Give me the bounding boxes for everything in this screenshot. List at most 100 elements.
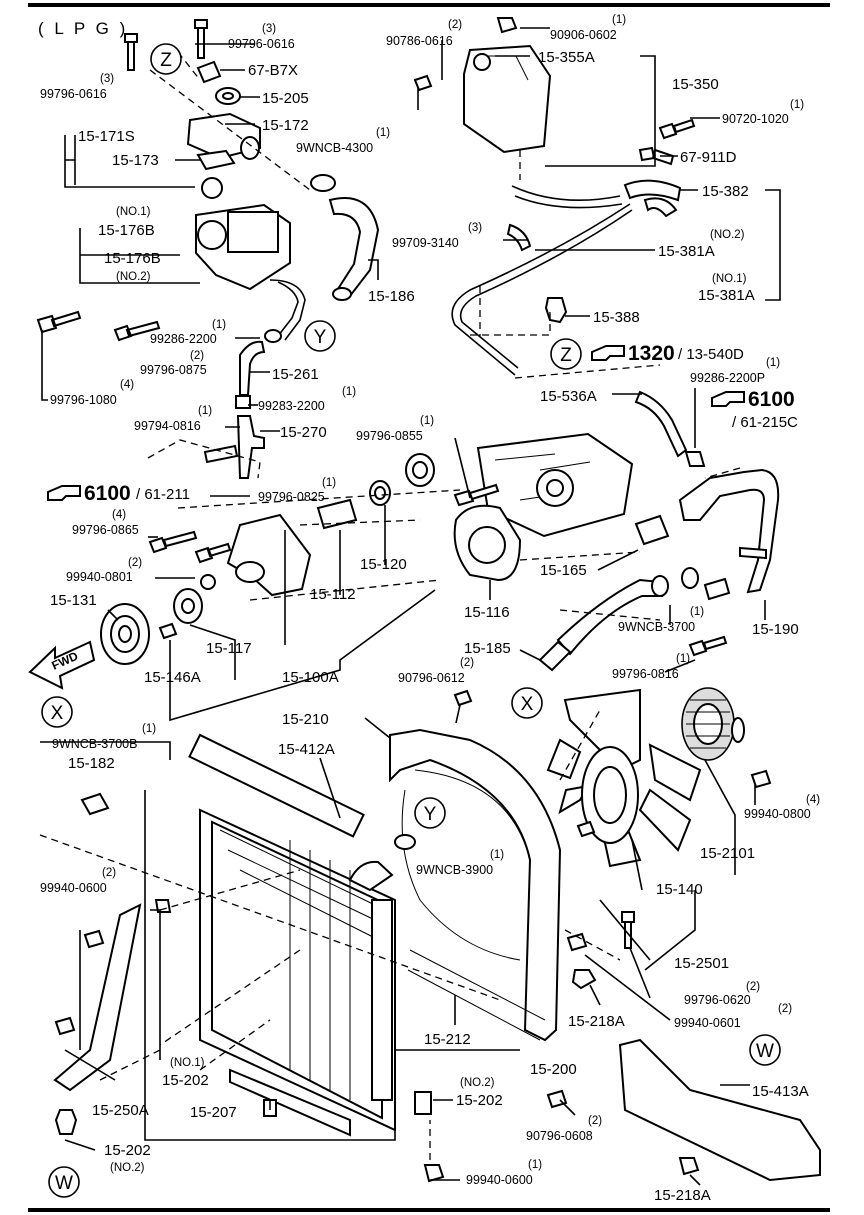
ref-6100-left-sub: / 61-211 (136, 486, 190, 503)
brackets (53, 792, 821, 1183)
label-15-2501: 15-2501 (674, 955, 729, 972)
upper-hose-group (310, 17, 696, 376)
label-15-116: 15-116 (464, 604, 510, 621)
label-15-2101: 15-2101 (700, 845, 755, 862)
label-90906-0602: 90906-0602 (550, 28, 617, 42)
label-15-176b-no2: 15-176B (104, 250, 161, 267)
label-99286-2200p-qty: (1) (766, 357, 780, 369)
label-15-190: 15-190 (752, 621, 799, 638)
ref-6100-right-sub: / 61-215C (732, 414, 798, 431)
label-15-205: 15-205 (262, 90, 309, 107)
label-15-202-no2-left: 15-202 (104, 1142, 151, 1159)
label-99940-0801: 99940-0801 (66, 570, 133, 584)
marker-y-1-label: Y (314, 327, 327, 348)
pointing-hand-icon (591, 345, 625, 361)
thermostat-group (36, 19, 433, 479)
label-99940-0600-bottom: 99940-0600 (466, 1173, 533, 1187)
label-15-173: 15-173 (112, 152, 159, 169)
label-99940-0601: 99940-0601 (674, 1016, 741, 1030)
marker-w-2 (48, 1166, 80, 1198)
label-99940-0800: 99940-0800 (744, 807, 811, 821)
label-99283-2200-qty: (1) (342, 386, 356, 398)
label-99796-0816: 99796-0816 (612, 667, 679, 681)
marker-x-2-label: X (51, 703, 64, 724)
label-99796-0875: 99796-0875 (140, 363, 207, 377)
label-15-381a-no2: 15-381A (658, 243, 715, 260)
label-99796-0825: 99796-0825 (258, 490, 325, 504)
guide-lines-lower (39, 709, 621, 1160)
label-15-100a: 15-100A (282, 669, 339, 686)
label-90786-0616-qty: (2) (448, 19, 462, 31)
label-99286-2200: 99286-2200 (150, 332, 217, 346)
marker-y-2 (414, 797, 446, 829)
label-15-176b-no1-note: (NO.1) (116, 206, 151, 218)
label-99796-1080: 99796-1080 (50, 393, 117, 407)
label-99940-0801-qty: (2) (128, 557, 142, 569)
label-67-911d: 67-911D (680, 149, 737, 166)
label-15-355a: 15-355A (538, 49, 595, 66)
label-99709-3140-qty: (3) (468, 222, 482, 234)
label-90796-0612-qty: (2) (460, 657, 474, 669)
label-15-202-no1-note: (NO.1) (170, 1057, 205, 1069)
label-90720-1020: 90720-1020 (722, 112, 789, 126)
label-99940-0601-qty: (2) (778, 1003, 792, 1015)
water-pump-group (100, 390, 780, 672)
label-9wncb-3700b-qty: (1) (142, 723, 156, 735)
label-90906-0602-qty: (1) (612, 14, 626, 26)
label-9wncb-3900: 9WNCB-3900 (416, 863, 493, 877)
label-15-146a: 15-146A (144, 669, 201, 686)
ref-1320-num: 1320 (628, 342, 675, 365)
label-15-381a-no1: 15-381A (698, 287, 755, 304)
label-15-218a-mid: 15-218A (568, 1013, 625, 1030)
label-99794-0816: 99794-0816 (134, 419, 201, 433)
label-15-140: 15-140 (656, 881, 703, 898)
label-67-b7x: 67-B7X (248, 62, 298, 79)
label-15-261: 15-261 (272, 366, 319, 383)
marker-z-2 (550, 338, 582, 370)
label-15-165: 15-165 (540, 562, 587, 579)
label-15-185: 15-185 (464, 640, 511, 657)
label-15-212: 15-212 (424, 1031, 471, 1048)
marker-z-2-label: Z (560, 345, 572, 366)
label-15-182: 15-182 (68, 755, 115, 772)
ref-6100-left-num: 6100 (84, 482, 131, 505)
label-99286-2200-qty: (1) (212, 319, 226, 331)
marker-y-2-label: Y (424, 804, 437, 825)
marker-x-1 (511, 687, 543, 719)
ref-6100-right-num: 6100 (748, 388, 795, 411)
marker-y-1 (304, 320, 336, 352)
label-15-210: 15-210 (282, 711, 329, 728)
pointing-hand-icon (47, 485, 81, 501)
label-99796-0816-qty: (1) (676, 653, 690, 665)
label-15-200: 15-200 (530, 1061, 577, 1078)
label-99796-0616-left: 99796-0616 (40, 87, 107, 101)
label-99796-0865-qty: (4) (112, 509, 126, 521)
leader-lines (40, 27, 781, 1186)
label-15-120: 15-120 (360, 556, 407, 573)
label-15-117: 15-117 (206, 640, 252, 657)
label-99796-0620: 99796-0620 (684, 993, 751, 1007)
variant-label: ( L P G ) (38, 19, 128, 38)
label-99796-0825-qty: (1) (322, 477, 336, 489)
label-15-176b-no2-note: (NO.2) (116, 271, 151, 283)
label-90786-0616: 90786-0616 (386, 34, 453, 48)
fan-shroud (188, 689, 562, 1042)
label-15-207: 15-207 (190, 1104, 237, 1121)
label-15-536a: 15-536A (540, 388, 597, 405)
label-15-250a: 15-250A (92, 1102, 149, 1119)
label-99940-0800-qty: (4) (806, 794, 820, 806)
label-99286-2200p: 99286-2200P (690, 371, 765, 385)
label-99796-0616-top-qty: (3) (262, 23, 276, 35)
label-15-171s: 15-171S (78, 128, 135, 145)
radiator (154, 808, 635, 1137)
label-99794-0816-qty: (1) (198, 405, 212, 417)
label-15-388: 15-388 (593, 309, 640, 326)
label-15-381a-no2-note: (NO.2) (710, 229, 745, 241)
label-99283-2200: 99283-2200 (258, 399, 325, 413)
label-90796-0612: 90796-0612 (398, 671, 465, 685)
label-15-131: 15-131 (50, 592, 97, 609)
label-15-350: 15-350 (672, 76, 719, 93)
label-99796-0875-qty: (2) (190, 350, 204, 362)
label-15-202-no2-mid: 15-202 (456, 1092, 503, 1109)
